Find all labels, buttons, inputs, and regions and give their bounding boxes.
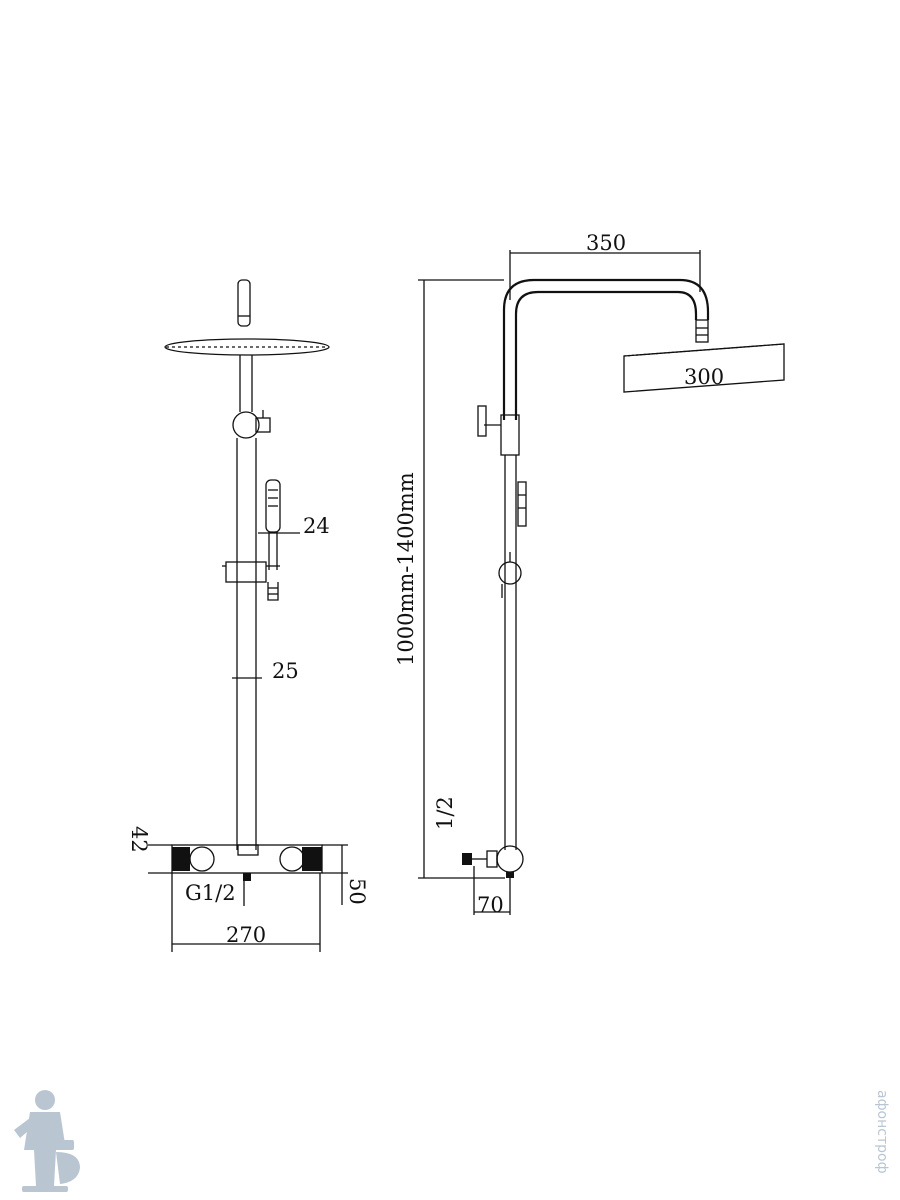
diverter-knob-side (477, 405, 487, 437)
shower-head-side (623, 343, 785, 393)
diverter-front (232, 411, 260, 439)
dim-thread-label: G1/2 (185, 881, 236, 905)
side-dimensions: 350 300 1000mm-1400mm 1/2 70 (394, 231, 724, 917)
dim-right-offset-label: 70 (477, 893, 504, 917)
front-view (164, 279, 330, 881)
hand-shower-side (517, 481, 527, 527)
dim-head-width-label: 300 (684, 365, 724, 389)
dim-hand-shower-label: 24 (303, 514, 330, 538)
dim-mixer-depth-label: 50 (345, 878, 369, 905)
dim-left-height-label: 42 (127, 826, 151, 853)
slider-holder-front (225, 561, 267, 583)
dim-pipe-label: 25 (272, 659, 299, 683)
riser-arch-inner (514, 290, 698, 420)
plumber-logo-icon (14, 1090, 80, 1192)
dim-top-width-label: 350 (586, 231, 626, 255)
shower-head-front (164, 338, 330, 356)
mixer-knob-left (172, 847, 190, 871)
wall-connector-side (462, 853, 472, 865)
dim-height-range-label: 1000mm-1400mm (394, 472, 418, 666)
dim-right-thread-label: 1/2 (433, 796, 457, 830)
riser-arch-outer (502, 278, 710, 420)
watermark-text: афонстроф (874, 1090, 890, 1174)
shower-arm-stub (237, 279, 251, 327)
dim-mixer-width-label: 270 (226, 923, 266, 947)
mixer-side (496, 845, 524, 873)
diverter-side (500, 414, 520, 456)
hand-shower-front (265, 479, 281, 533)
side-view (462, 278, 785, 878)
mixer-knob-right (302, 847, 322, 871)
front-dimensions: 24 25 42 G1/2 270 50 (127, 514, 369, 952)
slider-knob-side (498, 561, 522, 585)
